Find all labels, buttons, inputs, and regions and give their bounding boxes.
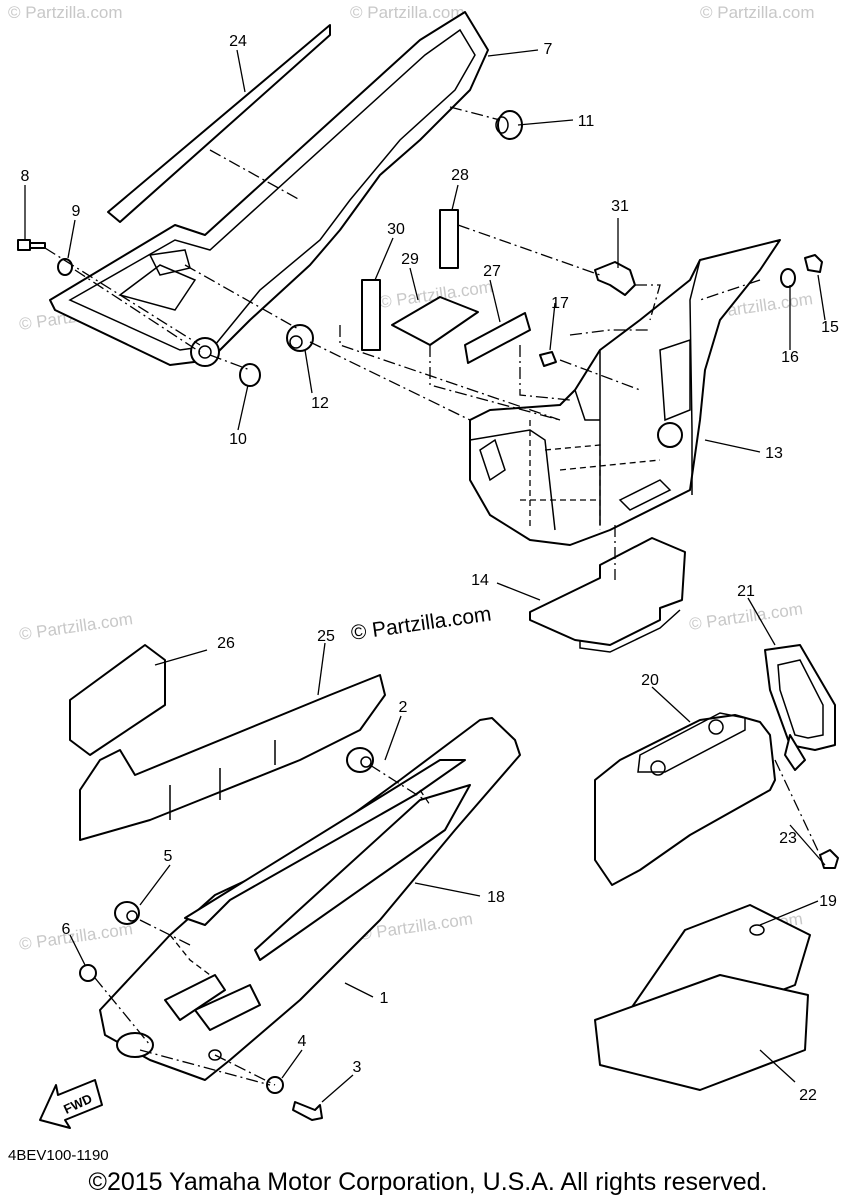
- side-cover-7: [49, 11, 489, 366]
- clip-31: [594, 261, 636, 296]
- decal-26: [69, 644, 166, 756]
- decal-24: [107, 24, 331, 223]
- part-label-19: 19: [819, 893, 837, 910]
- watermark-top-left: © Partzilla.com: [8, 3, 123, 22]
- part-label-6: 6: [62, 921, 71, 938]
- handle-21: [764, 644, 836, 771]
- part-label-5: 5: [164, 848, 173, 865]
- watermark-left-mid: © Partzilla.com: [18, 609, 134, 644]
- part-label-29: 29: [401, 251, 419, 268]
- part-label-20: 20: [641, 672, 659, 689]
- part-label-25: 25: [317, 628, 335, 645]
- part-label-12: 12: [311, 395, 329, 412]
- part-label-3: 3: [353, 1059, 362, 1076]
- washer-9: [57, 258, 73, 276]
- part-label-17: 17: [551, 295, 569, 312]
- assembly-lines-upper: [44, 106, 761, 580]
- nut-10: [239, 363, 261, 387]
- copyright-notice: ©2015 Yamaha Motor Corporation, U.S.A. A…: [89, 1168, 768, 1196]
- watermark-left-low: © Partzilla.com: [18, 919, 134, 954]
- tool-case-20: [594, 712, 776, 886]
- part-label-22: 22: [799, 1087, 817, 1104]
- decal-25: [79, 674, 386, 841]
- side-cover-upper: [49, 11, 489, 367]
- part-label-21: 21: [737, 583, 755, 600]
- hardware-lower: [79, 747, 839, 1121]
- hardware-upper: [17, 110, 823, 387]
- part-label-14: 14: [471, 572, 489, 589]
- watermark-main: © Partzilla.com: [349, 602, 492, 644]
- part-label-1: 1: [380, 990, 389, 1007]
- part-label-18: 18: [487, 889, 505, 906]
- side-cover-1: [99, 717, 521, 1081]
- washer-16: [780, 268, 796, 288]
- part-label-15: 15: [821, 319, 839, 336]
- diagram-code: 4BEV100-1190: [8, 1147, 109, 1164]
- leader-lines: [24, 49, 826, 1103]
- part-label-10: 10: [229, 431, 247, 448]
- grommet-2: [346, 747, 374, 773]
- bolt-23: [819, 849, 839, 869]
- part-label-26: 26: [217, 635, 235, 652]
- bolt-8: [17, 239, 46, 251]
- part-label-28: 28: [451, 167, 469, 184]
- pad-29: [391, 296, 479, 346]
- washer-6: [79, 964, 97, 982]
- bolt-15: [804, 254, 823, 273]
- watermark-top-mid: © Partzilla.com: [350, 3, 465, 22]
- assembly-lines-lower: [94, 759, 821, 1086]
- part-label-2: 2: [399, 699, 408, 716]
- part-number-labels: 24 7 11 8 9 10 12 28 30 29 27 17 31 15 1…: [21, 33, 839, 1104]
- grommet-5: [114, 901, 140, 925]
- part-label-16: 16: [781, 349, 799, 366]
- part-label-27: 27: [483, 263, 501, 280]
- fwd-arrow-icon: FWD: [39, 1079, 103, 1129]
- watermark-top-right: © Partzilla.com: [700, 3, 815, 22]
- part-label-30: 30: [387, 221, 405, 238]
- bolt-3: [292, 1101, 323, 1121]
- screw-17: [539, 351, 557, 367]
- watermark-right-mid: © Partzilla.com: [688, 599, 804, 634]
- part-label-4: 4: [298, 1033, 307, 1050]
- part-label-11: 11: [578, 113, 595, 130]
- mat-14: [529, 537, 686, 653]
- battery-box-13: [469, 239, 781, 546]
- part-label-31: 31: [611, 198, 629, 215]
- pad-27: [464, 312, 531, 364]
- part-label-23: 23: [779, 830, 797, 847]
- part-label-9: 9: [72, 203, 81, 220]
- part-label-8: 8: [21, 168, 30, 185]
- mat-22: [594, 974, 809, 1091]
- part-label-7: 7: [544, 41, 553, 58]
- pad-28: [439, 209, 459, 269]
- pad-30: [361, 279, 381, 351]
- part-label-24: 24: [229, 33, 247, 50]
- part-label-13: 13: [765, 445, 783, 462]
